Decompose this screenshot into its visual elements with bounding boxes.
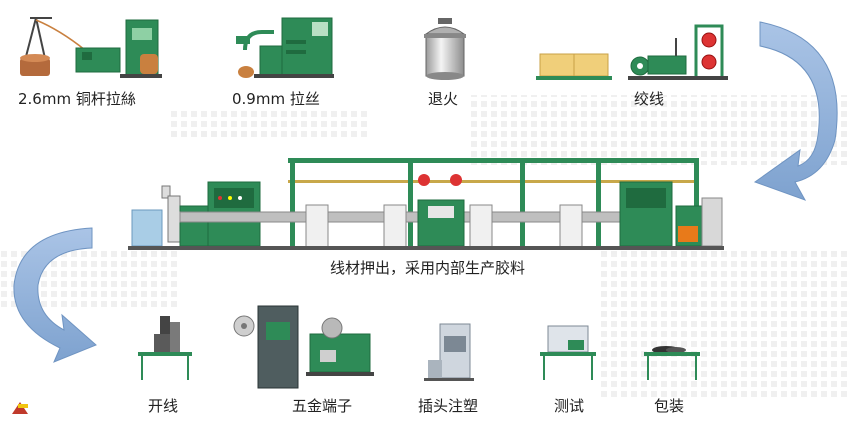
testing-station-icon <box>540 325 596 380</box>
annealing-tank-icon <box>424 18 466 80</box>
step-label-testing: 测试 <box>554 397 584 415</box>
step-label-packing: 包装 <box>654 397 684 415</box>
step-label-plug-injection: 插头注塑 <box>418 397 478 415</box>
plug-injection-molding-icon <box>424 323 474 381</box>
step-label-cutting: 开线 <box>148 397 178 415</box>
flow-arrow-left-curve <box>13 227 97 363</box>
cutting-machine-icon <box>138 316 192 380</box>
step-label-extrusion: 线材押出，采用内部生产胶料 <box>330 259 525 277</box>
step-label-copper-rod-drawing: 2.6mm 铜杆拉絲 <box>18 90 136 108</box>
packing-table-icon <box>644 346 700 380</box>
stranding-machine-icon <box>536 24 728 80</box>
logo-icon <box>12 402 28 414</box>
terminal-crimping-machine-icon <box>233 305 374 389</box>
step-label-annealing: 退火 <box>428 90 458 108</box>
step-label-wire-drawing: 0.9mm 拉丝 <box>232 90 320 108</box>
step-label-stranding: 绞线 <box>634 90 664 108</box>
copper-rod-drawing-machine-icon <box>20 17 162 78</box>
wire-drawing-machine-icon <box>236 17 334 78</box>
flow-arrow-right-curve <box>753 21 838 201</box>
step-label-terminal-crimping: 五金端子 <box>292 397 352 415</box>
extrusion-line-icon <box>128 158 724 250</box>
background-dot-pattern <box>0 95 850 400</box>
